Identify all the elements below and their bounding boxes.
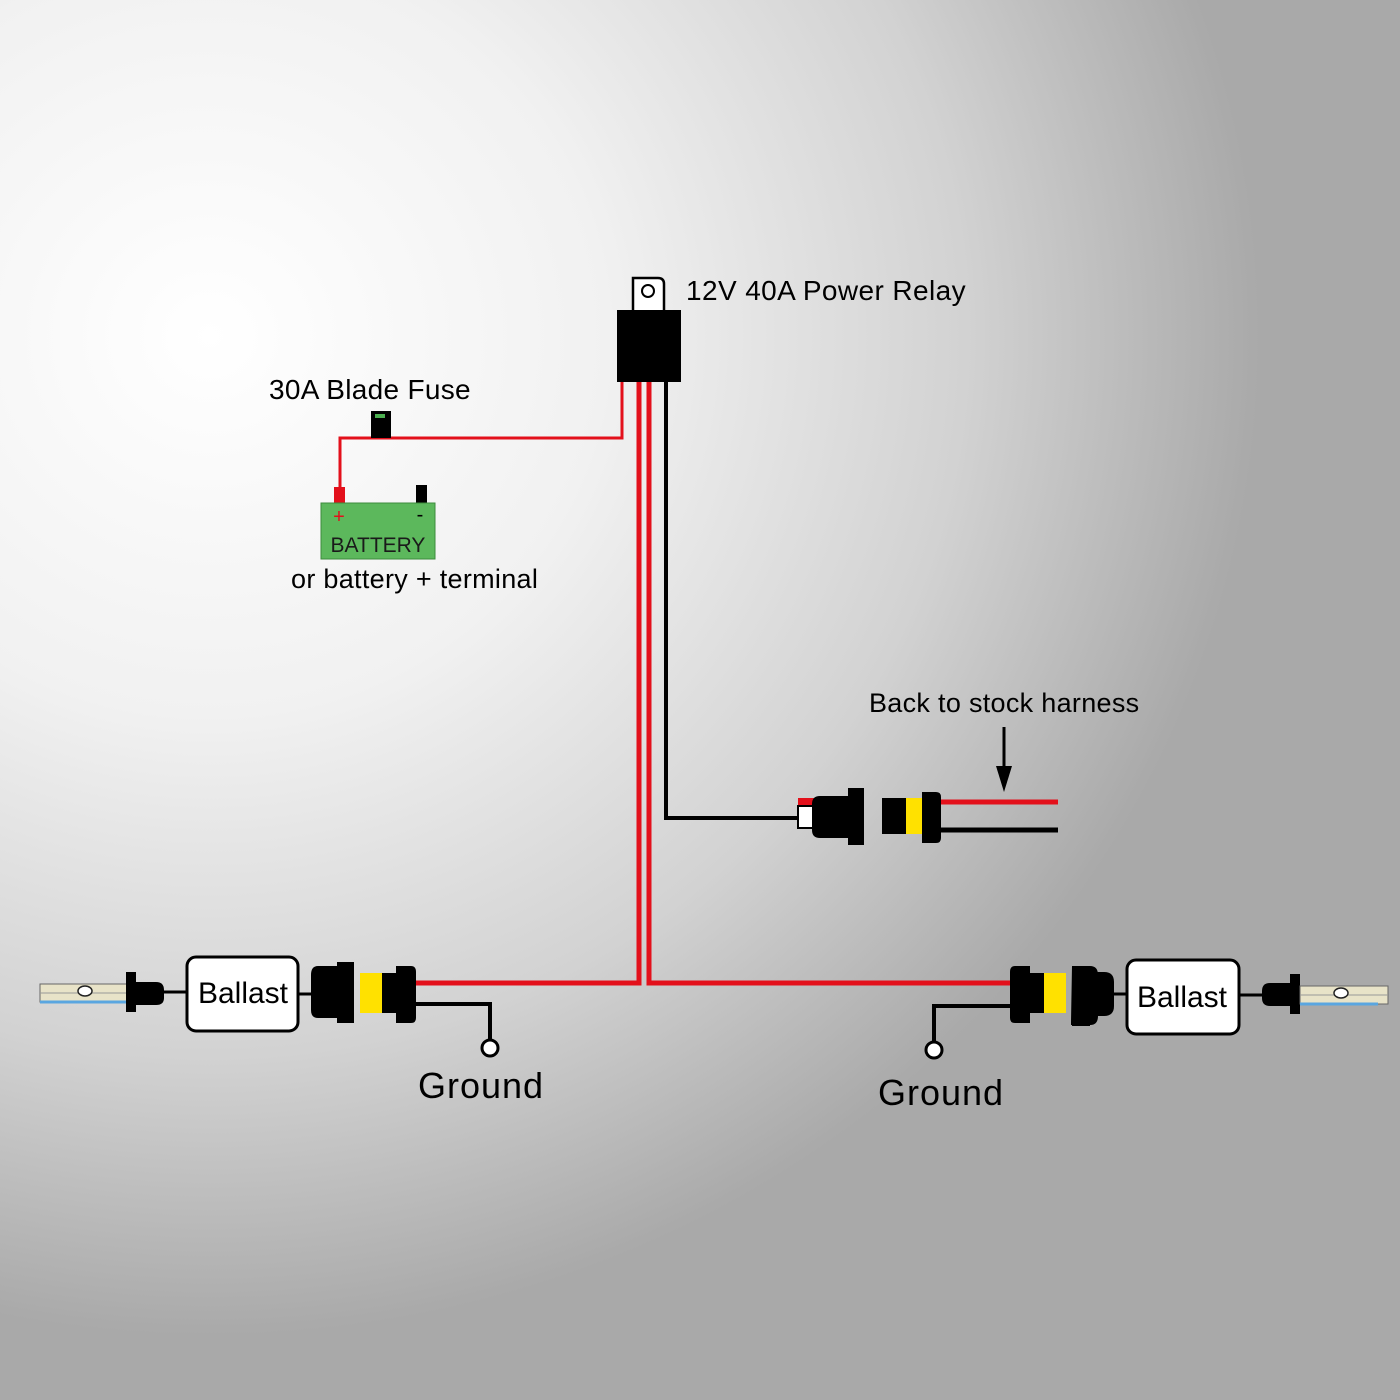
waterproof-connector-icon-left: [311, 962, 416, 1023]
ballast-right: Ballast: [1125, 958, 1241, 1036]
wires: [296, 382, 1128, 1042]
fuse-label: 30A Blade Fuse: [269, 374, 471, 405]
ground-wire-left: [412, 1002, 492, 1040]
battery-feed-wire: [338, 382, 624, 490]
harness-label: Back to stock harness: [869, 688, 1140, 718]
harness-connector: [797, 788, 941, 845]
hid-bulb-icon-right: [1238, 974, 1389, 1014]
battery-alt-label: or battery + terminal: [291, 564, 539, 594]
battery-label: BATTERY: [331, 534, 426, 557]
ground-wire-right: [932, 1004, 1012, 1042]
battery-plus-sign: +: [333, 506, 345, 528]
relay-output-wire-left: [412, 382, 642, 986]
relay-icon: [617, 276, 681, 382]
relay-output-wire-right: [646, 382, 1012, 986]
battery-minus-sign: -: [417, 504, 424, 526]
relay-trigger-wire: [664, 382, 800, 820]
ballast-left-label: Ballast: [198, 977, 289, 1010]
arrow-down-icon: [996, 727, 1012, 792]
hid-bulb-icon-left: [39, 972, 188, 1012]
relay-label: 12V 40A Power Relay: [686, 275, 966, 306]
ballast-right-label: Ballast: [1137, 981, 1228, 1014]
battery-icon: + - BATTERY: [320, 485, 436, 560]
ground-terminal-icon-right: [924, 1040, 944, 1060]
ground-left-label: Ground: [418, 1065, 545, 1106]
ballast-left: Ballast: [185, 955, 300, 1033]
waterproof-connector-icon-right: [1010, 966, 1114, 1026]
blade-fuse-icon: [371, 411, 391, 438]
ground-terminal-icon-left: [480, 1038, 500, 1058]
ground-right-label: Ground: [878, 1072, 1005, 1113]
